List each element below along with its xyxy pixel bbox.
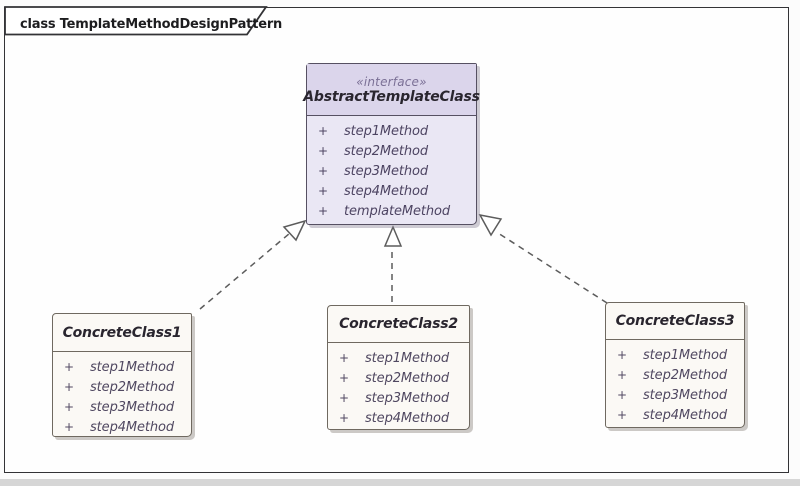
visibility-marker: +: [318, 164, 329, 178]
visibility-marker: +: [318, 144, 329, 158]
class-header: «interface» AbstractTemplateClass: [303, 64, 480, 116]
visibility-marker: +: [339, 351, 350, 365]
visibility-marker: +: [339, 411, 350, 425]
visibility-marker: +: [318, 204, 329, 218]
visibility-marker: +: [339, 371, 350, 385]
class-name: ConcreteClass1: [62, 324, 182, 341]
bottom-gray-strip: [0, 479, 800, 486]
method-name: step2Method: [344, 143, 429, 159]
method-name: step1Method: [643, 347, 728, 363]
method-row: + step3Method: [53, 397, 191, 417]
visibility-marker: +: [617, 408, 628, 422]
method-row: + step4Method: [606, 405, 744, 425]
visibility-marker: +: [318, 124, 329, 138]
method-name: step3Method: [365, 390, 450, 406]
method-name: templateMethod: [344, 203, 451, 219]
method-row: + step1Method: [53, 357, 191, 377]
class-box-concreteclass3[interactable]: ConcreteClass3 + step1Method + step2Meth…: [605, 302, 745, 428]
methods-compartment: + step1Method + step2Method + step3Metho…: [328, 343, 469, 428]
frame-tab-shape: [4, 6, 268, 36]
method-row: + step2Method: [53, 377, 191, 397]
class-header: ConcreteClass3: [606, 303, 744, 340]
method-name: step4Method: [365, 410, 450, 426]
method-row: + step4Method: [307, 181, 476, 201]
frame-title: class TemplateMethodDesignPattern: [20, 17, 283, 32]
methods-compartment: + step1Method + step2Method + step3Metho…: [53, 352, 191, 437]
method-row: + step4Method: [328, 408, 469, 428]
method-name: step4Method: [643, 407, 728, 423]
method-row: + step3Method: [606, 385, 744, 405]
method-name: step2Method: [90, 379, 175, 395]
method-name: step2Method: [643, 367, 728, 383]
method-row: + step2Method: [606, 365, 744, 385]
class-name: AbstractTemplateClass: [303, 88, 480, 105]
frame-title-tab: class TemplateMethodDesignPattern: [4, 6, 283, 36]
visibility-marker: +: [64, 400, 75, 414]
method-name: step1Method: [365, 350, 450, 366]
method-name: step1Method: [344, 123, 429, 139]
method-row: + step2Method: [307, 141, 476, 161]
visibility-marker: +: [617, 388, 628, 402]
class-box-concreteclass2[interactable]: ConcreteClass2 + step1Method + step2Meth…: [327, 305, 470, 430]
visibility-marker: +: [64, 380, 75, 394]
method-name: step2Method: [365, 370, 450, 386]
method-row: + step3Method: [307, 161, 476, 181]
method-row: + step1Method: [307, 121, 476, 141]
method-row: + step2Method: [328, 368, 469, 388]
method-row: + step3Method: [328, 388, 469, 408]
method-row: + step1Method: [606, 345, 744, 365]
visibility-marker: +: [64, 420, 75, 434]
methods-compartment: + step1Method + step2Method + step3Metho…: [606, 340, 744, 425]
method-name: step3Method: [344, 163, 429, 179]
class-header: ConcreteClass1: [53, 314, 191, 352]
visibility-marker: +: [617, 368, 628, 382]
visibility-marker: +: [617, 348, 628, 362]
class-box-concreteclass1[interactable]: ConcreteClass1 + step1Method + step2Meth…: [52, 313, 192, 437]
class-name: ConcreteClass3: [615, 313, 735, 329]
method-name: step3Method: [90, 399, 175, 415]
visibility-marker: +: [339, 391, 350, 405]
methods-compartment: + step1Method + step2Method + step3Metho…: [307, 116, 476, 221]
class-header: ConcreteClass2: [328, 306, 469, 343]
stereotype-label: «interface»: [356, 74, 427, 89]
method-name: step4Method: [90, 419, 175, 435]
class-name: ConcreteClass2: [339, 316, 458, 332]
method-name: step3Method: [643, 387, 728, 403]
method-name: step1Method: [90, 359, 175, 375]
visibility-marker: +: [64, 360, 75, 374]
method-row: + step4Method: [53, 417, 191, 437]
visibility-marker: +: [318, 184, 329, 198]
interface-class-box-abstracttemplateclass[interactable]: «interface» AbstractTemplateClass + step…: [303, 63, 480, 225]
method-row: + templateMethod: [307, 201, 476, 221]
method-name: step4Method: [344, 183, 429, 199]
method-row: + step1Method: [328, 348, 469, 368]
